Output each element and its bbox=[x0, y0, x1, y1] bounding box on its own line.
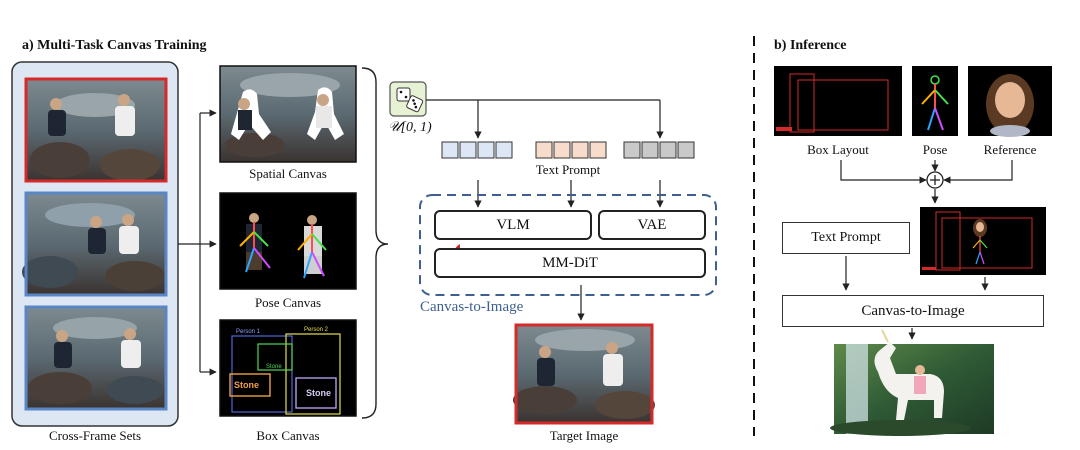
pose-canvas-image bbox=[219, 192, 357, 290]
cross-frame-photo-2 bbox=[22, 191, 168, 297]
canvas-branch-connector bbox=[178, 109, 217, 376]
combine-connector bbox=[840, 160, 1013, 204]
cross-frame-label: Cross-Frame Sets bbox=[48, 428, 142, 443]
box-tag-person-2: Person 2 bbox=[304, 327, 329, 333]
token-row-peach bbox=[535, 141, 607, 159]
target-image-label: Target Image bbox=[549, 428, 619, 443]
text-prompt-label: Text Prompt bbox=[535, 162, 601, 177]
box-tag-stone-purple: Stone bbox=[306, 388, 332, 398]
inference-section-title: b) Inference bbox=[774, 38, 847, 53]
dice-icon bbox=[389, 81, 427, 117]
canvas-to-image-container bbox=[419, 194, 717, 296]
composite-canvas-image bbox=[920, 207, 1046, 275]
result-image bbox=[830, 329, 994, 436]
token-row-gray bbox=[623, 141, 695, 159]
spatial-canvas-image bbox=[219, 65, 357, 163]
box-tag-stone-small: Stone bbox=[266, 364, 282, 370]
box-tag-person-1: Person 1 bbox=[236, 329, 261, 335]
token-row-blue bbox=[441, 141, 513, 159]
target-image bbox=[513, 323, 655, 425]
plus-circle-icon bbox=[926, 171, 944, 189]
mmdit-module: MM-DiT bbox=[434, 248, 706, 278]
pose-canvas-label: Pose Canvas bbox=[254, 295, 322, 310]
box-canvas-label: Box Canvas bbox=[256, 428, 320, 443]
box-layout-image bbox=[774, 66, 902, 136]
cross-frame-photo-3 bbox=[24, 305, 168, 411]
vae-module: VAE bbox=[598, 210, 706, 240]
inference-canvas-to-image-box: Canvas-to-Image bbox=[782, 295, 1044, 327]
uniform-distribution-label: 𝒰[0, 1) bbox=[388, 120, 432, 135]
token-to-module-arrows bbox=[474, 180, 664, 208]
cross-frame-photo-1 bbox=[24, 77, 168, 183]
training-brace bbox=[361, 67, 389, 419]
pose-label: Pose bbox=[922, 142, 948, 157]
reference-label: Reference bbox=[983, 142, 1037, 157]
reference-image bbox=[968, 66, 1052, 137]
box-person-2 bbox=[285, 333, 341, 415]
canvas-to-image-caption: Canvas-to-Image bbox=[420, 299, 524, 315]
sampling-connector bbox=[426, 99, 664, 139]
inference-text-prompt-box: Text Prompt bbox=[782, 222, 910, 254]
box-stone-orange bbox=[229, 373, 271, 397]
box-tag-stone-orange: Stone bbox=[234, 380, 260, 390]
training-section-title: a) Multi-Task Canvas Training bbox=[22, 38, 207, 53]
box-stone-purple bbox=[295, 377, 337, 409]
spatial-canvas-label: Spatial Canvas bbox=[249, 166, 327, 181]
box-layout-label: Box Layout bbox=[807, 142, 869, 157]
box-stone-small bbox=[257, 343, 293, 371]
pose-image bbox=[912, 66, 958, 136]
vlm-module: VLM bbox=[434, 210, 592, 240]
box-canvas-image bbox=[219, 319, 357, 417]
